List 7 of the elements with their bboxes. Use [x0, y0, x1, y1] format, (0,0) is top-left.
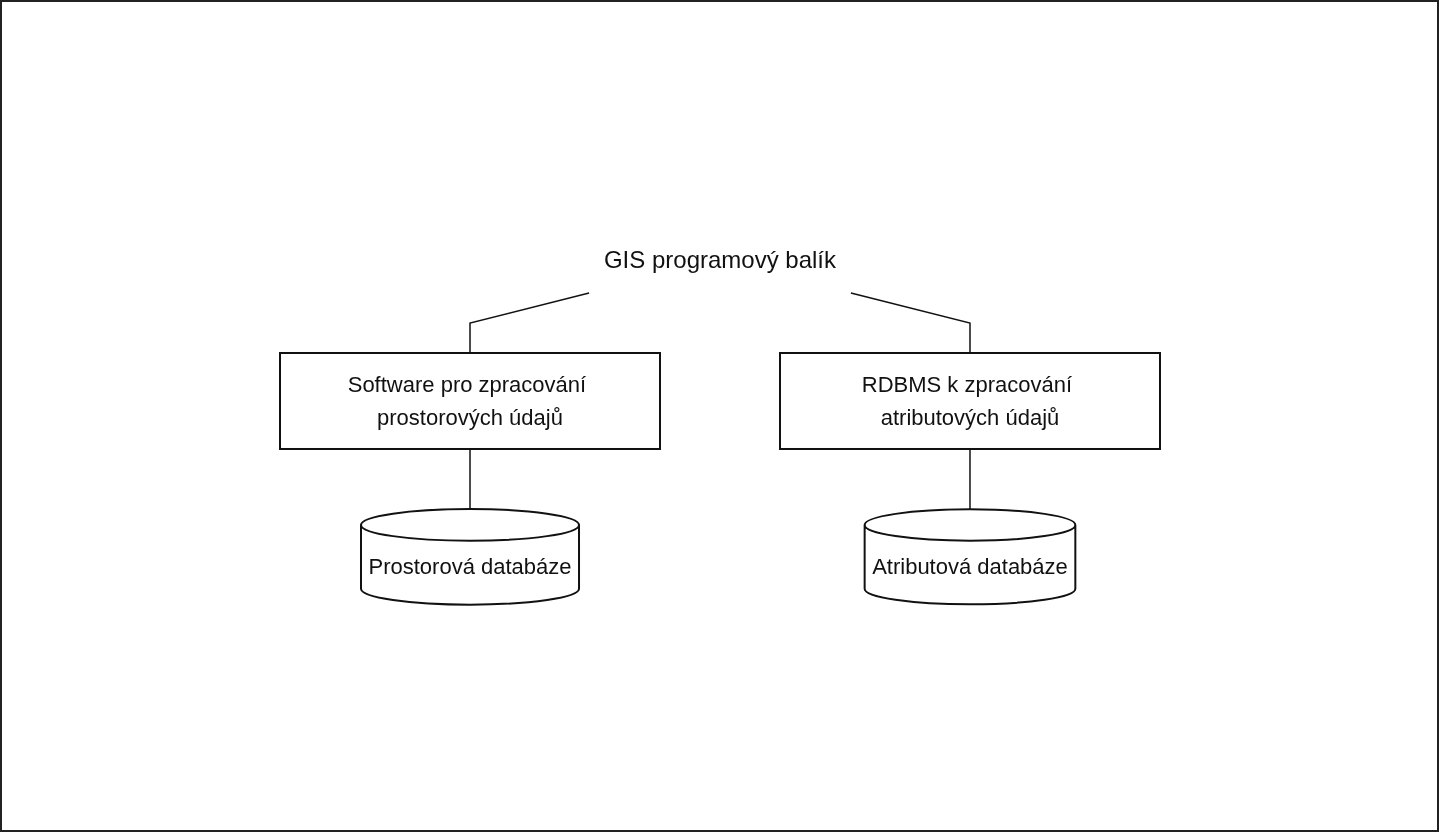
connector [849, 292, 971, 354]
node-box: Software pro zpracování prostorových údajů [278, 352, 661, 451]
connector [468, 448, 471, 510]
connector [468, 292, 590, 354]
connector [968, 448, 971, 511]
node-box: RDBMS k zpracování atributových údajů [778, 352, 1161, 451]
node-text: GIS programový balík [603, 246, 836, 274]
